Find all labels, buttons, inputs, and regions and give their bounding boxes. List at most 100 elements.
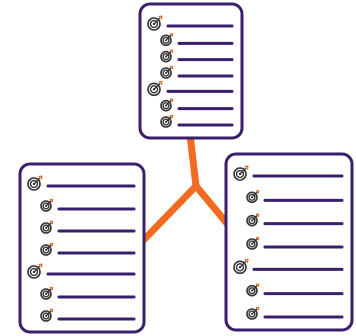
list-item-sub <box>40 242 136 256</box>
target-icon <box>246 190 260 204</box>
target-ring-inner <box>29 267 39 277</box>
target-icon <box>147 15 163 31</box>
target-arrow-fletch <box>169 114 174 119</box>
list-item-sub <box>246 306 344 320</box>
document-page <box>18 162 146 334</box>
target-ring-inner <box>235 263 245 272</box>
target-arrow <box>251 191 258 198</box>
target-ring-inner <box>149 19 159 29</box>
target-icon <box>160 33 174 47</box>
target-icon <box>147 80 163 97</box>
list-item-heading <box>233 165 344 181</box>
target-ring-inner <box>42 202 50 210</box>
list-item-sub <box>40 308 136 322</box>
doc-left <box>18 162 146 334</box>
target-icon <box>27 263 43 279</box>
target-ring-inner <box>29 179 39 189</box>
target-arrow <box>153 17 161 25</box>
target-arrow-fletch <box>255 213 260 217</box>
target-ring-inner <box>162 69 170 77</box>
target-arrow <box>165 116 172 123</box>
target-ring-inner <box>248 193 256 201</box>
target-arrow <box>33 177 41 185</box>
target-icon <box>160 65 174 79</box>
target-arrow-fletch <box>244 165 249 170</box>
list-item-sub <box>160 33 234 47</box>
list-item-sub <box>246 236 344 250</box>
list-item-heading <box>27 175 136 191</box>
target-ring-inner <box>162 102 170 110</box>
target-icon <box>160 49 174 63</box>
target-ring-outer <box>233 167 247 181</box>
target-ring-outer <box>40 244 52 256</box>
target-arrow-fletch <box>255 283 260 287</box>
target-ring-outer <box>246 238 258 250</box>
target-ring-inner <box>248 240 256 248</box>
target-icon <box>40 198 54 212</box>
target-arrow-fletch <box>158 80 163 85</box>
target-ring-outer <box>160 67 172 79</box>
target-arrow-fletch <box>38 263 43 268</box>
target-ring-inner <box>248 217 256 225</box>
target-ring-inner <box>42 290 50 298</box>
document-page <box>138 2 244 140</box>
target-ring-outer <box>246 214 258 227</box>
target-ring-outer <box>40 200 52 212</box>
list-item-sub <box>160 65 234 79</box>
target-arrow-fletch <box>38 175 43 180</box>
target-arrow-fletch <box>49 198 54 203</box>
target-arrow <box>45 288 52 295</box>
target-icon <box>246 236 260 250</box>
target-ring-outer <box>147 82 161 97</box>
target-ring-outer <box>160 50 172 63</box>
target-icon <box>40 308 54 322</box>
doc-right <box>224 152 354 332</box>
target-ring-inner <box>162 53 170 61</box>
target-ring-outer <box>246 191 258 204</box>
doc-top <box>138 2 244 140</box>
target-arrow <box>165 50 172 58</box>
target-ring-outer <box>147 17 161 31</box>
target-ring-inner <box>162 118 170 126</box>
target-arrow-fletch <box>169 49 174 53</box>
target-arrow <box>45 310 52 317</box>
list-item-heading <box>147 15 234 31</box>
list-item-sub <box>40 286 136 300</box>
target-icon <box>160 98 174 112</box>
target-arrow <box>45 200 52 207</box>
documents-group <box>18 2 354 334</box>
list-item-sub <box>40 198 136 212</box>
target-ring-outer <box>160 34 172 47</box>
target-ring-inner <box>42 312 50 320</box>
list-item-sub <box>246 283 344 297</box>
target-arrow-fletch <box>49 286 54 291</box>
target-icon <box>246 306 260 320</box>
target-arrow-fletch <box>49 220 54 225</box>
target-arrow <box>165 34 172 41</box>
list-item-sub <box>246 213 344 227</box>
target-ring-outer <box>246 284 258 297</box>
target-arrow-fletch <box>255 306 260 311</box>
target-ring-outer <box>233 260 247 275</box>
list-item-sub <box>40 220 136 234</box>
target-icon <box>246 283 260 297</box>
target-ring-outer <box>246 308 258 320</box>
target-arrow <box>165 99 172 107</box>
target-arrow <box>45 222 52 229</box>
target-ring-outer <box>40 310 52 322</box>
target-icon <box>246 213 260 227</box>
target-ring-inner <box>42 246 50 254</box>
target-ring-inner <box>248 310 256 318</box>
target-arrow-fletch <box>169 33 174 37</box>
target-icon <box>233 165 249 181</box>
list-item-heading <box>147 80 234 97</box>
target-arrow-fletch <box>49 308 54 313</box>
target-ring-inner <box>235 169 245 179</box>
target-arrow-fletch <box>158 15 163 20</box>
target-ring-outer <box>160 99 172 112</box>
target-icon <box>40 220 54 234</box>
target-arrow <box>239 260 247 268</box>
target-ring-outer <box>27 265 41 279</box>
target-arrow-fletch <box>49 242 54 247</box>
